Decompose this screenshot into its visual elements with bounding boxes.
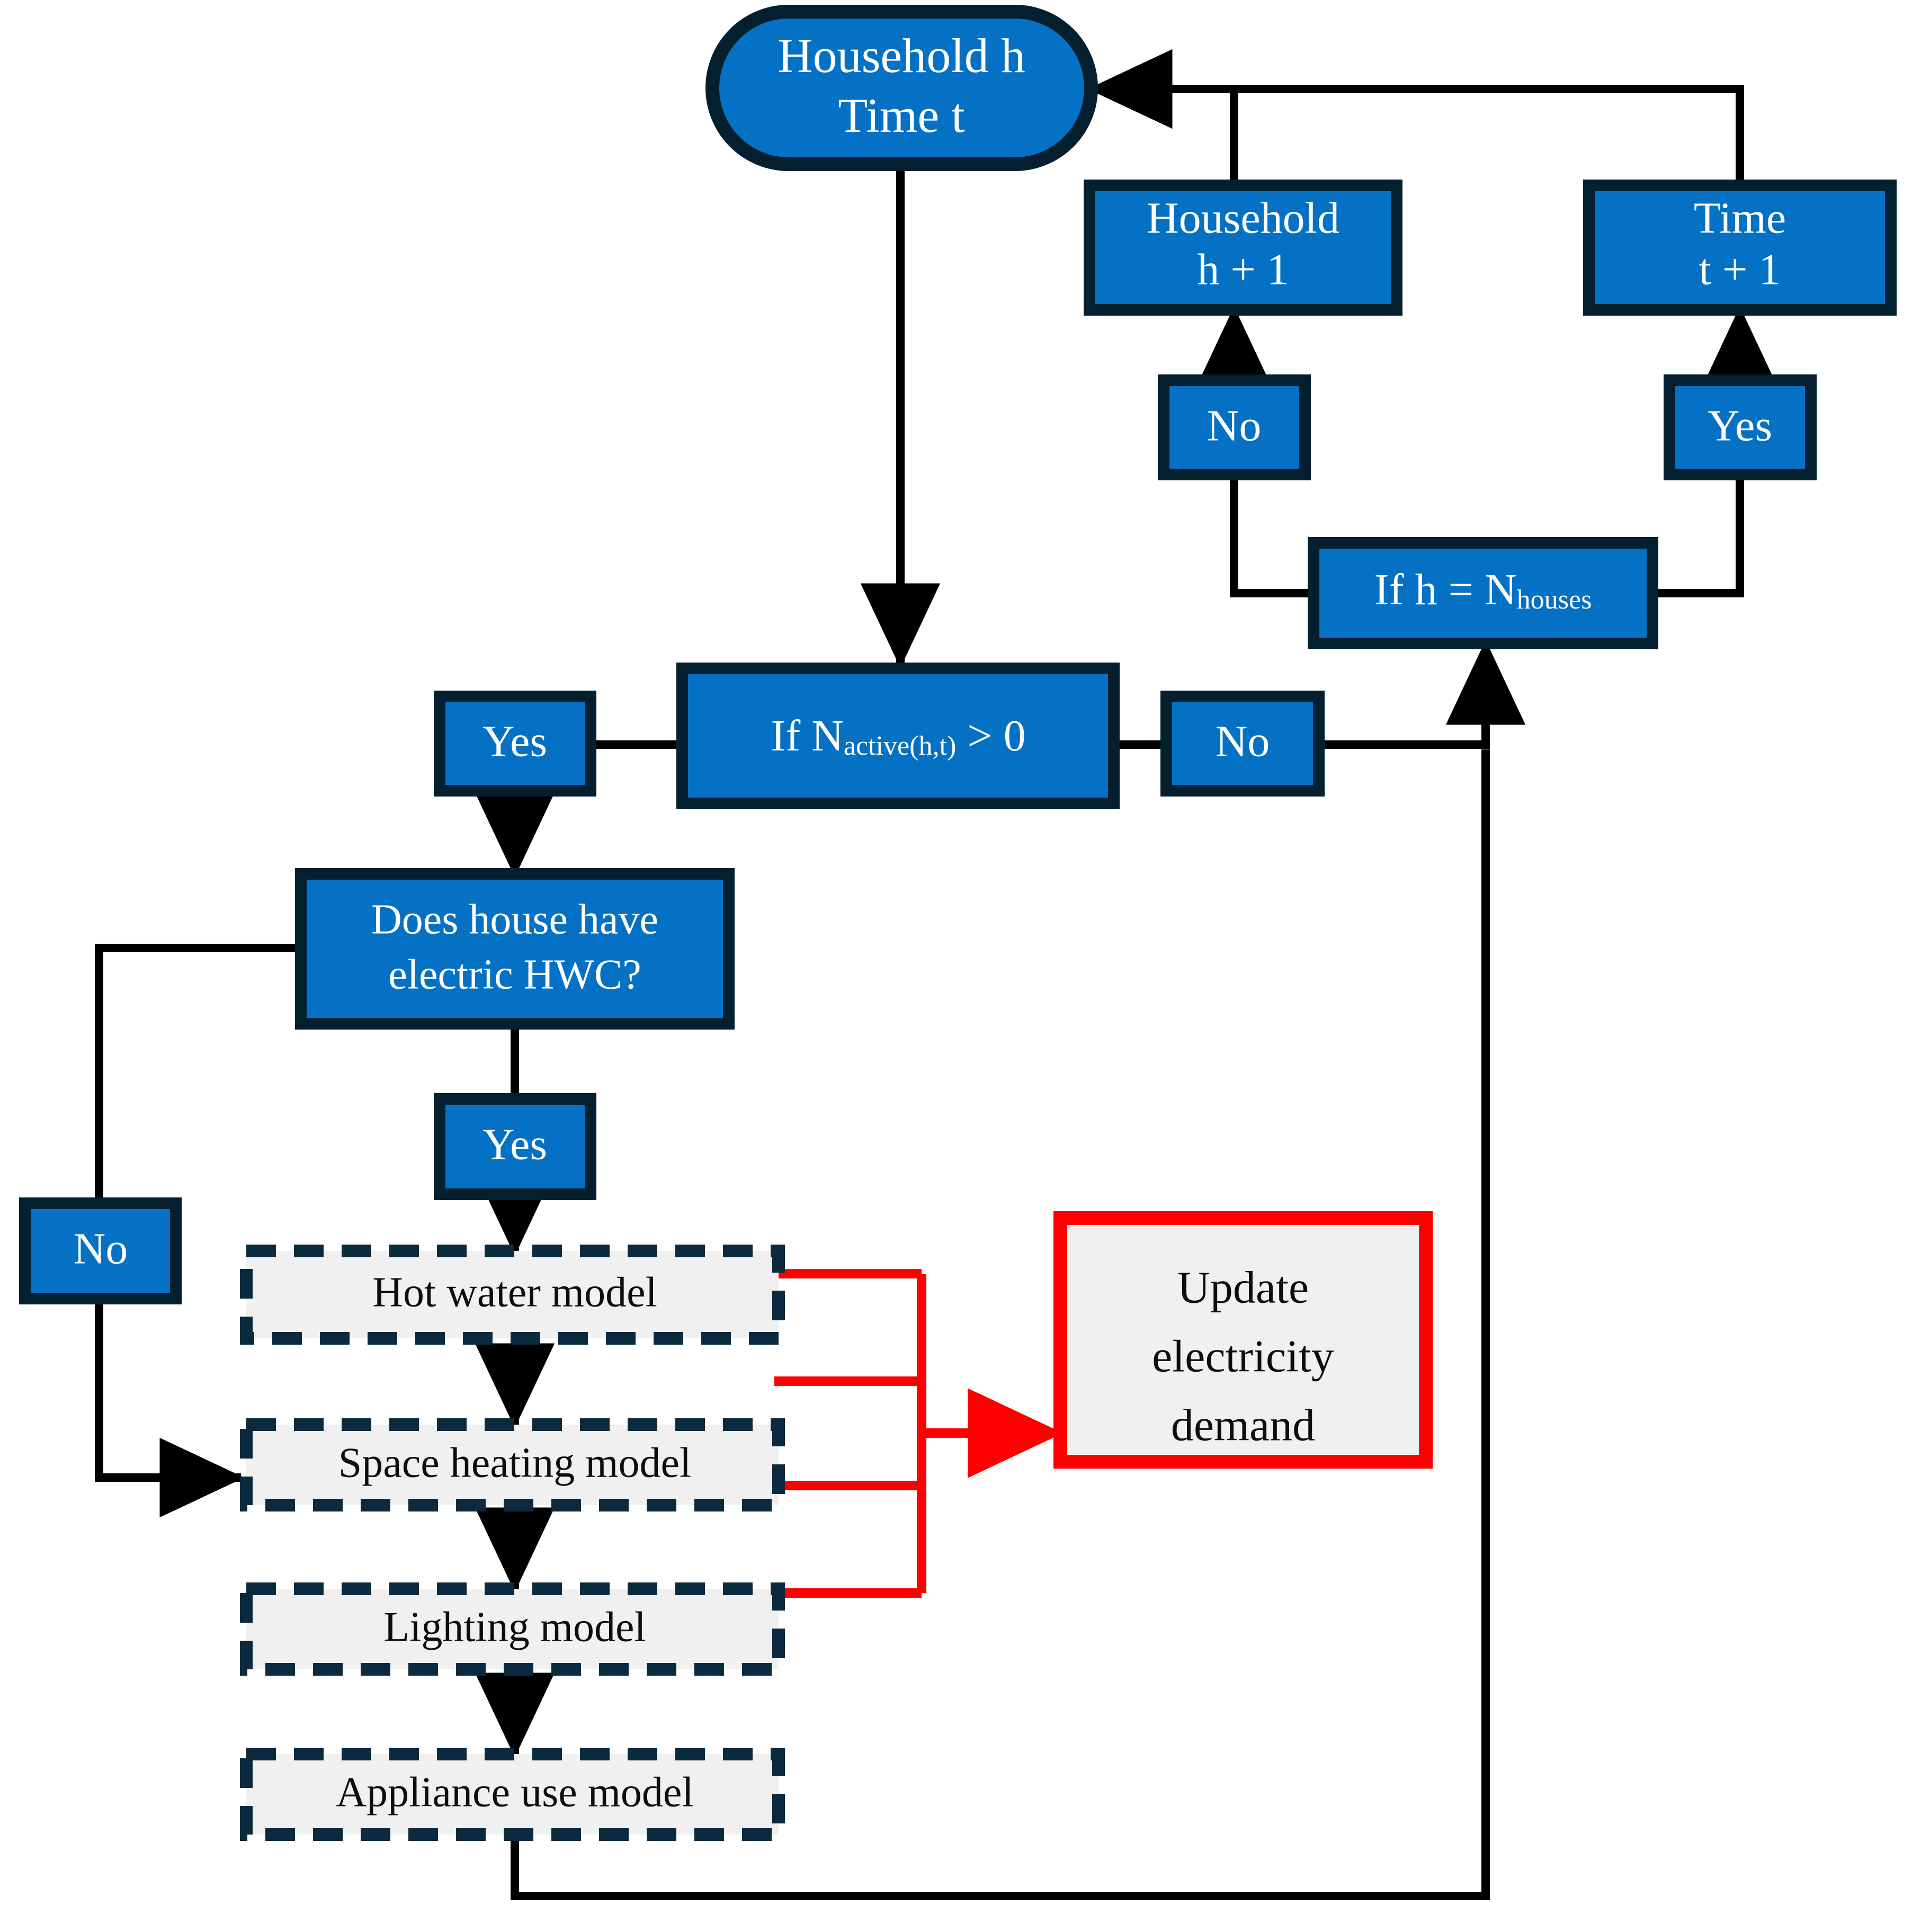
no-active-shape[interactable] bbox=[1160, 691, 1325, 797]
hot-water-model-shape[interactable] bbox=[240, 1245, 785, 1345]
no-hwc-label: No bbox=[74, 1224, 128, 1273]
edge-hwc-to-no-branch bbox=[95, 944, 302, 1203]
lighting-model-label: Lighting model bbox=[383, 1604, 646, 1650]
node-update-electricity-demand[interactable]: Update electricity demand bbox=[1053, 1211, 1433, 1469]
node-time-next[interactable]: Time t + 1 bbox=[1583, 180, 1897, 316]
if-n-active-pre: If N bbox=[771, 711, 844, 761]
if-h-equals-label: If h = Nhouses bbox=[1374, 565, 1592, 614]
update-demand-line2: electricity bbox=[1152, 1331, 1334, 1382]
time-next-shape[interactable] bbox=[1583, 180, 1897, 316]
start-node-line2: Time t bbox=[838, 88, 965, 142]
edge-no-active-to-if-h bbox=[1319, 640, 1526, 749]
household-next-line1: Household bbox=[1147, 193, 1339, 243]
node-appliance-use-model[interactable]: Appliance use model bbox=[240, 1748, 785, 1841]
household-next-shape[interactable] bbox=[1084, 180, 1402, 316]
edge-household-next-to-start bbox=[1087, 49, 1238, 185]
household-next-line2: h + 1 bbox=[1197, 245, 1289, 294]
yes-hwc-label: Yes bbox=[483, 1120, 547, 1169]
edge-if-h-to-yes bbox=[1652, 474, 1744, 597]
start-node-line1: Household h bbox=[778, 29, 1025, 83]
yes-time-shape[interactable] bbox=[1664, 374, 1817, 480]
node-yes-active[interactable]: Yes bbox=[434, 691, 596, 797]
time-next-line1: Time bbox=[1694, 193, 1786, 243]
appliance-use-model-shape[interactable] bbox=[240, 1748, 785, 1841]
edge-appliance-to-if-h bbox=[511, 749, 1490, 1900]
edge-no-hwc-to-space-heating bbox=[95, 1277, 245, 1518]
if-h-equals-shape[interactable] bbox=[1308, 537, 1658, 649]
node-no-active[interactable]: No bbox=[1160, 691, 1325, 797]
node-yes-time[interactable]: Yes bbox=[1664, 374, 1817, 480]
edge-time-next-to-start bbox=[1234, 85, 1744, 185]
space-heating-model-label: Space heating model bbox=[338, 1439, 691, 1486]
node-if-n-active[interactable]: If Nactive(h,t) > 0 bbox=[676, 663, 1120, 809]
update-demand-line1: Update bbox=[1177, 1262, 1309, 1313]
hwc-question-shape[interactable] bbox=[295, 868, 735, 1030]
node-hwc-question[interactable]: Does house have electric HWC? bbox=[295, 868, 735, 1030]
if-h-equals-main: If h = N bbox=[1374, 565, 1517, 614]
node-start-household-time[interactable]: Household h Time t bbox=[705, 5, 1098, 171]
hwc-question-line1: Does house have bbox=[371, 896, 658, 943]
time-next-line2: t + 1 bbox=[1699, 245, 1781, 294]
yes-active-shape[interactable] bbox=[434, 691, 596, 797]
node-no-household[interactable]: No bbox=[1158, 374, 1311, 480]
if-n-active-label: If Nactive(h,t) > 0 bbox=[771, 711, 1026, 761]
yes-active-label: Yes bbox=[483, 717, 547, 766]
no-active-label: No bbox=[1216, 717, 1270, 766]
yes-time-label: Yes bbox=[1708, 401, 1772, 450]
no-hwc-shape[interactable] bbox=[19, 1197, 182, 1304]
connector-layer bbox=[95, 49, 1780, 1900]
appliance-use-model-label: Appliance use model bbox=[336, 1769, 693, 1815]
node-household-next[interactable]: Household h + 1 bbox=[1084, 180, 1402, 316]
node-hot-water-model[interactable]: Hot water model bbox=[240, 1245, 785, 1345]
node-space-heating-model[interactable]: Space heating model bbox=[240, 1418, 785, 1511]
edge-if-h-to-no bbox=[1230, 474, 1314, 597]
space-heating-model-shape[interactable] bbox=[240, 1418, 785, 1511]
hwc-question-line2: electric HWC? bbox=[388, 951, 641, 998]
node-if-h-equals-nhouses[interactable]: If h = Nhouses bbox=[1308, 537, 1658, 649]
yes-hwc-shape[interactable] bbox=[434, 1093, 596, 1200]
if-n-active-subscript: active(h,t) bbox=[844, 731, 957, 761]
if-h-equals-subscript: houses bbox=[1517, 585, 1592, 615]
red-connector-layer bbox=[774, 1269, 1064, 1598]
if-n-active-shape[interactable] bbox=[676, 663, 1120, 809]
node-lighting-model[interactable]: Lighting model bbox=[240, 1582, 785, 1676]
node-no-hwc[interactable]: No bbox=[19, 1197, 182, 1304]
no-household-shape[interactable] bbox=[1158, 374, 1311, 480]
hot-water-model-label: Hot water model bbox=[372, 1269, 657, 1316]
update-demand-line3: demand bbox=[1171, 1400, 1315, 1451]
node-yes-hwc[interactable]: Yes bbox=[434, 1093, 596, 1200]
start-node-shape[interactable] bbox=[705, 5, 1098, 171]
update-demand-shape[interactable] bbox=[1053, 1211, 1433, 1469]
if-n-active-post: > 0 bbox=[956, 711, 1025, 761]
no-household-label: No bbox=[1207, 401, 1262, 450]
lighting-model-shape[interactable] bbox=[240, 1582, 785, 1676]
